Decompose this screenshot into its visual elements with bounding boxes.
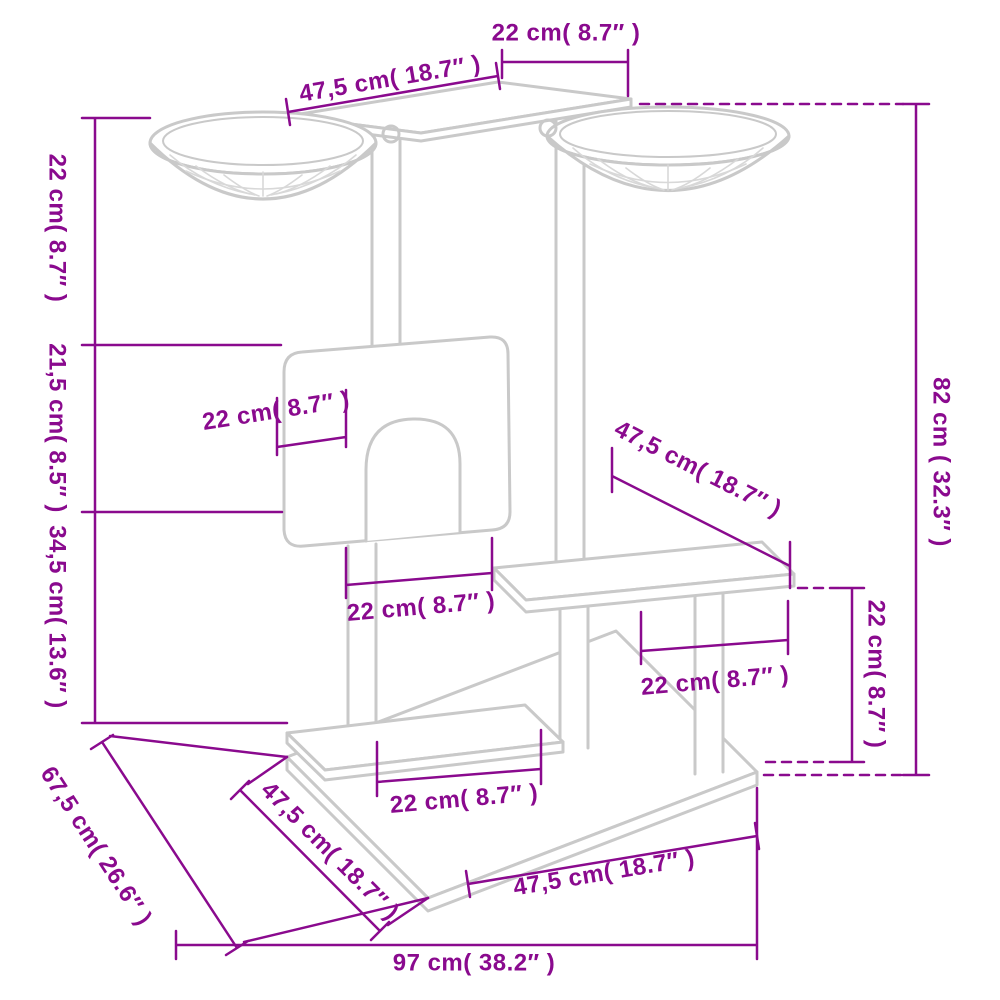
left-post-outline bbox=[370, 126, 402, 360]
dim-house-lines bbox=[275, 388, 348, 457]
dim-depth-lines bbox=[89, 733, 430, 957]
dim-label-left-low: 34,5 cm( 13.6″ ) bbox=[44, 525, 71, 709]
right-tall-post-outline bbox=[554, 102, 586, 570]
dim-label-left-mid: 21,5 cm( 8.5″ ) bbox=[44, 343, 71, 513]
dim-left-chain-lines bbox=[80, 116, 289, 725]
dim-label-height: 82 cm ( 32.3″ ) bbox=[928, 377, 955, 547]
dim-base-width-lines bbox=[174, 786, 759, 961]
dim-right-low-lines bbox=[838, 586, 866, 764]
dim-height-lines bbox=[901, 102, 931, 777]
right-bowl-weave-texture bbox=[572, 147, 764, 191]
dim-right-low-extensions bbox=[764, 586, 842, 764]
dim-label-top-width: 22 cm( 8.7″ ) bbox=[492, 20, 641, 47]
dim-label-base-width: 97 cm( 38.2″ ) bbox=[393, 950, 556, 977]
cat-tree-drawing bbox=[148, 80, 796, 913]
right-bowl-inner-rim bbox=[559, 110, 777, 158]
dimension-annotations bbox=[80, 48, 931, 961]
dim-label-depth: 67,5 cm( 26.6″ ) bbox=[35, 762, 158, 931]
mid-platform-edge bbox=[492, 566, 796, 614]
left-bowl-hook bbox=[381, 124, 401, 144]
left-bowl-weave-texture bbox=[169, 154, 357, 197]
dim-height-extensions bbox=[638, 102, 905, 777]
mid-lower-post bbox=[560, 593, 588, 750]
dim-top-width-lines bbox=[500, 48, 630, 98]
platform-support-post bbox=[695, 588, 723, 774]
left-bowl-body bbox=[148, 141, 378, 201]
left-post bbox=[372, 128, 400, 358]
dim-base-left-lines bbox=[229, 755, 430, 942]
dim-platform-post-lines bbox=[639, 599, 790, 666]
dim-platform-lines bbox=[610, 446, 792, 590]
right-tall-post bbox=[556, 104, 584, 568]
left-bowl-inner-rim bbox=[162, 116, 364, 166]
dim-top-board-lines bbox=[284, 61, 502, 127]
house-support-post-outline bbox=[346, 542, 378, 726]
dim-label-right-low: 22 cm( 8.7″ ) bbox=[863, 600, 890, 749]
dim-base-post-lines bbox=[375, 728, 543, 798]
dim-mid-post-lines bbox=[344, 536, 494, 600]
house-support-post bbox=[348, 544, 376, 724]
house-door-arch bbox=[364, 417, 462, 543]
dim-label-platform: 47,5 cm( 18.7″ ) bbox=[610, 415, 786, 522]
dim-label-left-top: 22 cm( 8.7″ ) bbox=[44, 154, 71, 303]
mid-lower-post-outline bbox=[558, 591, 590, 752]
right-bowl-hook bbox=[538, 118, 558, 138]
lower-platform-edge bbox=[285, 731, 565, 782]
platform-support-post-outline bbox=[693, 586, 725, 776]
